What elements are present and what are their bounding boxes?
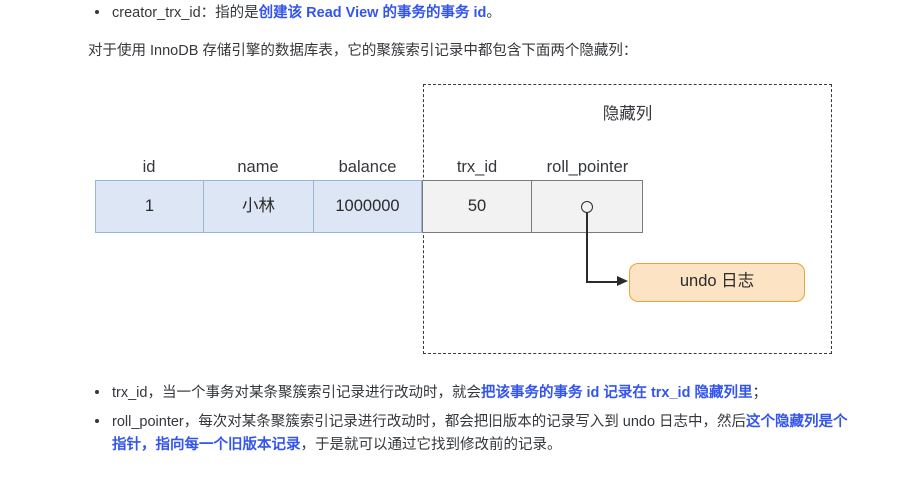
pointer-arrowhead-icon [617,276,628,286]
table-header-row: id name balance trx_id roll_pointer [95,155,643,179]
pointer-connector-vertical [586,213,588,282]
bullet-trx-id-text: trx_id，当一个事务对某条聚簇索引记录进行改动时，就会把该事务的事务 id … [112,382,885,405]
pointer-connector-horizontal [586,281,619,283]
bullet-marker-icon [95,419,99,423]
colon-separator: ： [200,5,216,21]
roll-pointer-plain-2: ，于是就可以通过它找到修改前的记录。 [300,437,562,453]
column-header-trx-id: trx_id [456,158,498,176]
bullet-marker-icon [95,390,99,394]
trx-id-plain-1: trx_id，当一个事务对某条聚簇索引记录进行改动时，就会 [112,385,481,401]
plain-text-before: 指的是 [215,5,259,21]
column-header-balance: balance [338,158,397,176]
intro-paragraph: 对于使用 InnoDB 存储引擎的数据库表，它的聚簇索引记录中都包含下面两个隐藏… [88,43,638,59]
undo-log-box: undo 日志 [629,263,805,302]
trx-id-plain-2: ； [752,385,767,401]
bullet-roll-pointer-text: roll_pointer，每次对某条聚簇索引记录进行改动时，都会把旧版本的记录写… [112,411,855,457]
column-header-roll-pointer: roll_pointer [546,158,629,176]
term-creator-trx-id: creator_trx_id [112,5,201,21]
cell-trx-id: 50 [422,180,532,233]
bullet-roll-pointer: roll_pointer，每次对某条聚簇索引记录进行改动时，都会把旧版本的记录写… [95,411,855,457]
cell-name: 小林 [203,180,313,233]
bullet-trx-id: trx_id，当一个事务对某条聚簇索引记录进行改动时，就会把该事务的事务 id … [95,382,885,405]
table-row: 1 小林 1000000 50 [95,180,643,233]
cell-balance: 1000000 [313,180,422,233]
cell-id: 1 [95,180,203,233]
roll-pointer-plain-1: roll_pointer，每次对某条聚簇索引记录进行改动时，都会把旧版本的记录写… [112,414,747,430]
bullet-creator-trx-id-text: creator_trx_id：指的是创建该 Read View 的事务的事务 i… [112,2,855,25]
column-header-name: name [237,158,279,176]
column-header-id: id [142,158,156,176]
highlight-read-view-trx: 创建该 Read View 的事务的事务 id [258,5,487,21]
hidden-columns-label: 隐藏列 [602,105,653,123]
plain-text-after: 。 [486,5,501,21]
trx-id-highlight: 把该事务的事务 id 记录在 trx_id 隐藏列里 [480,385,753,401]
bullet-creator-trx-id: creator_trx_id：指的是创建该 Read View 的事务的事务 i… [95,2,855,25]
roll-pointer-highlight: 这个隐藏列是个指针，指向每一个旧版本记录 [112,414,848,453]
roll-pointer-node-icon [581,201,593,213]
bullet-marker-icon [95,10,99,14]
